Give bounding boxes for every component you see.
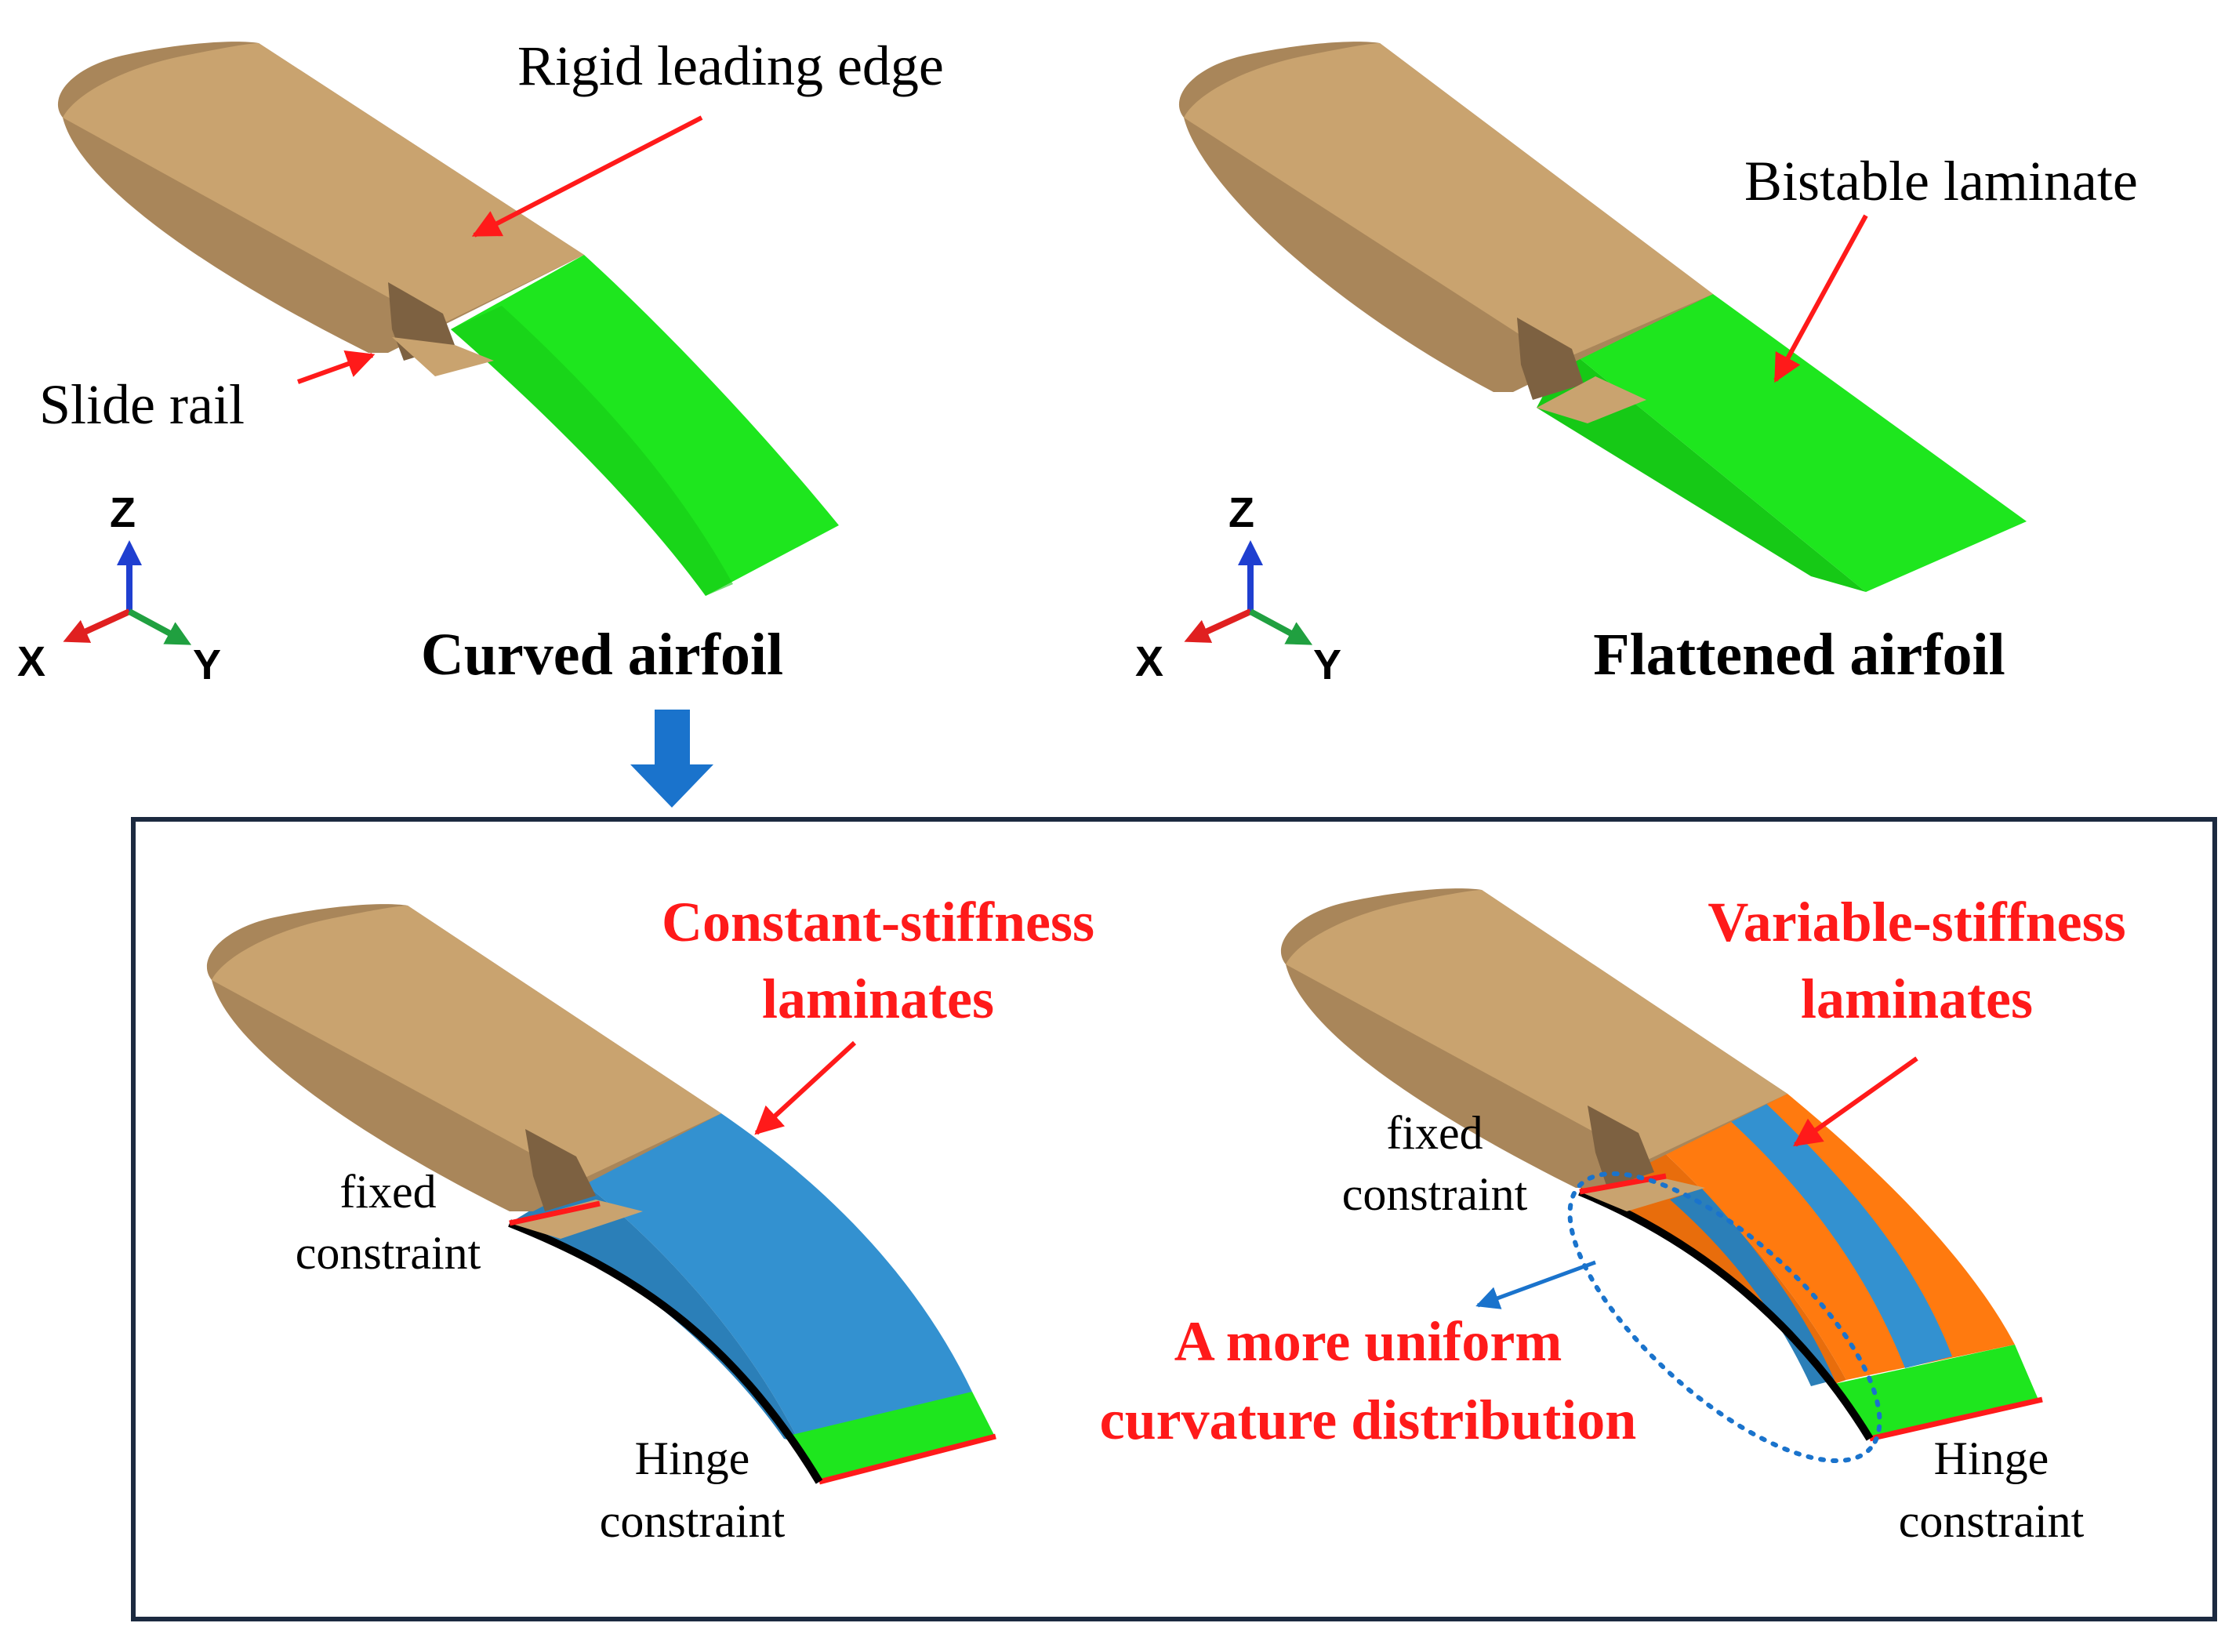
curved-airfoil-model <box>57 42 839 596</box>
constant-cutout <box>525 1129 596 1211</box>
constant-plate <box>510 1200 643 1239</box>
bistable-laminate-arrow <box>1773 214 1868 383</box>
flat-rail-cutout <box>1517 318 1584 400</box>
constant-hinge-label-2: constraint <box>600 1495 786 1547</box>
constant-stiffness-title-1: Constant-stiffness <box>662 891 1094 953</box>
flat-rail-plate <box>1537 376 1646 423</box>
z-axis-label: Z <box>110 489 136 536</box>
constant-hinge-red-line <box>818 1433 996 1485</box>
constant-fixed-label-2: constraint <box>296 1227 481 1279</box>
variable-stiffness-arrow <box>1793 1056 1918 1147</box>
constant-stiffness-model <box>206 904 996 1485</box>
curved-laminate <box>451 255 839 596</box>
down-arrow <box>630 710 713 808</box>
slide-rail-plate <box>392 337 494 376</box>
constant-rigid-top <box>212 906 721 1180</box>
constant-fixed-label-1: fixed <box>339 1166 436 1218</box>
slide-rail-arrow <box>296 350 376 384</box>
slide-rail-label: Slide rail <box>39 373 245 436</box>
variable-stiffness-title-2: laminates <box>1801 968 2033 1030</box>
curved-laminate-shade <box>451 306 733 596</box>
constant-hinge-label-1: Hinge <box>635 1432 750 1484</box>
flat-rigid-top <box>1184 43 1713 361</box>
uniform-curvature-note-2: curvature distribution <box>1100 1389 1637 1451</box>
variable-fixed-label-1: fixed <box>1386 1107 1483 1159</box>
constant-laminate-shade <box>510 1180 800 1443</box>
uniform-curvature-arrow <box>1475 1260 1596 1309</box>
constant-fixed-red-line <box>509 1200 601 1226</box>
flat-laminate <box>1568 294 2027 592</box>
variable-cutout <box>1588 1106 1654 1188</box>
constant-black-edge <box>508 1219 823 1484</box>
rigid-leading-edge-top <box>63 43 584 325</box>
rigid-leading-edge-arrow <box>471 115 703 238</box>
x-axis-line-right <box>1184 608 1252 643</box>
x-axis-label-right: X <box>1135 638 1163 685</box>
uniform-curvature-highlight <box>1567 1171 1882 1464</box>
x-axis-line <box>63 608 131 643</box>
axis-triad-right: Z X Y <box>1135 489 1341 688</box>
variable-hinge-strip <box>1835 1345 2038 1439</box>
y-axis-line <box>128 608 192 645</box>
variable-fixed-label-2: constraint <box>1342 1168 1528 1220</box>
constant-laminate <box>580 1113 972 1443</box>
curved-airfoil-caption: Curved airfoil <box>421 622 783 688</box>
variable-stiffness-title-1: Variable-stiffness <box>1708 891 2125 953</box>
variable-black-edge <box>1578 1188 1874 1441</box>
z-axis-label-right: Z <box>1229 489 1254 536</box>
constant-stiffness-arrow <box>754 1040 857 1135</box>
variable-hinge-red-line <box>1869 1396 2043 1442</box>
flattened-airfoil-model <box>1178 42 2027 592</box>
axis-triad-left: Z X Y <box>17 489 221 688</box>
constant-stiffness-title-2: laminates <box>762 968 994 1030</box>
variable-hinge-label-1: Hinge <box>1934 1432 2049 1484</box>
y-axis-label: Y <box>193 641 221 688</box>
variable-rigid-top <box>1286 890 1787 1160</box>
bistable-laminate-label: Bistable laminate <box>1744 150 2138 212</box>
y-axis-line-right <box>1249 608 1313 645</box>
variable-stiffness-model <box>1280 888 2043 1464</box>
rigid-leading-edge-label: Rigid leading edge <box>517 34 944 97</box>
x-axis-label: X <box>17 638 45 685</box>
variable-laminate-blue-band <box>1713 1098 1952 1368</box>
variable-hinge-label-2: constraint <box>1899 1495 2085 1547</box>
flattened-airfoil-caption: Flattened airfoil <box>1593 622 2005 688</box>
comparison-frame <box>131 817 2217 1621</box>
variable-plate <box>1580 1176 1705 1211</box>
constant-hinge-strip <box>792 1392 994 1482</box>
y-axis-label-right: Y <box>1313 641 1341 688</box>
uniform-curvature-note-1: A more uniform <box>1174 1310 1562 1373</box>
